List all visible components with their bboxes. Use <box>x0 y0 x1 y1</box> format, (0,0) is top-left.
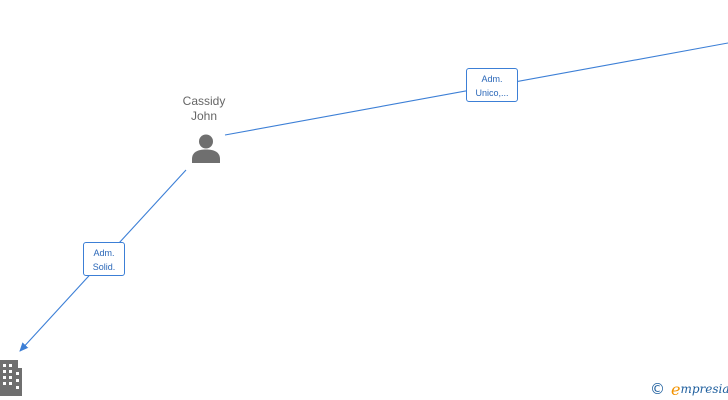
relation-label-line1: Adm. <box>93 248 115 258</box>
person-name: Cassidy John <box>164 94 244 124</box>
relation-label-line2: Unico,... <box>475 88 509 98</box>
copyright-icon: © <box>650 380 665 398</box>
person-last-name: John <box>190 109 218 123</box>
brand-logo-text: mpresia <box>680 382 728 396</box>
relation-label-line2: Solid. <box>92 262 116 272</box>
building-icon[interactable] <box>0 360 22 396</box>
person-icon[interactable] <box>190 133 222 163</box>
relation-label-line1: Adm. <box>481 74 503 84</box>
relation-label-adm-unico[interactable]: Adm. Unico,... <box>466 68 518 102</box>
relation-label-adm-solid[interactable]: Adm. Solid. <box>83 242 125 276</box>
brand-logo-initial: e <box>671 379 681 399</box>
person-first-name: Cassidy <box>182 94 226 108</box>
empresia-watermark: © e mpresia <box>650 379 728 399</box>
